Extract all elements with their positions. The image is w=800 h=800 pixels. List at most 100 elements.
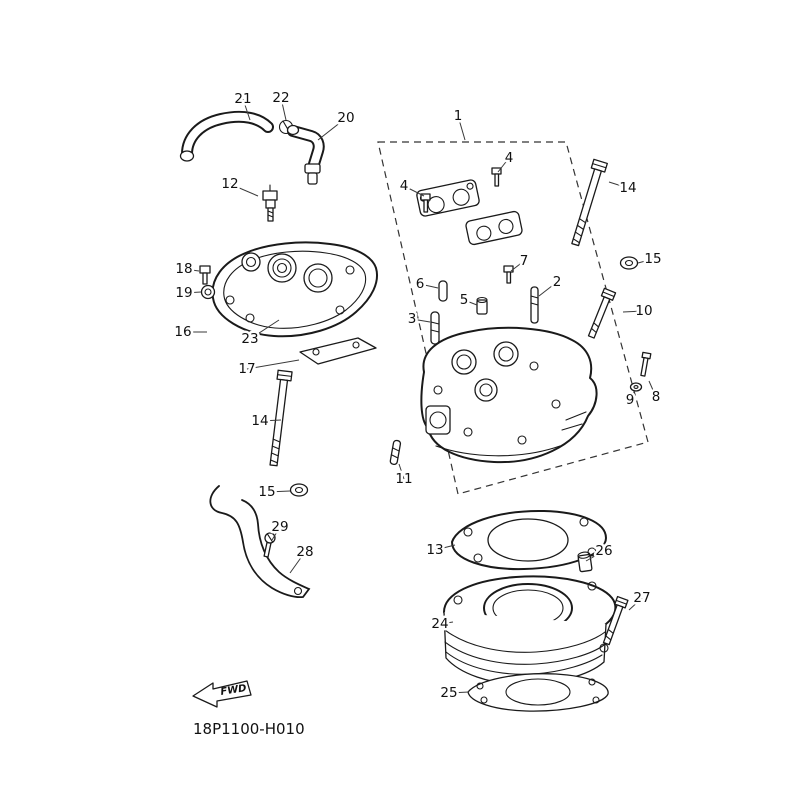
callout-label-15: 15 [258,484,275,500]
callout-leader-4 [497,157,510,173]
cylinder-head [420,326,598,464]
flange-bolt-27 [602,595,629,646]
fwd-arrow: FWD [192,680,252,708]
callout-leader-8 [648,380,657,398]
callout-leader-11 [398,463,405,480]
fwd-label: FWD [220,683,248,698]
stud-6 [438,280,448,302]
washer-right [619,256,639,270]
breather-elbow-joint [286,124,325,185]
wire-bracket [209,485,311,599]
washer-left [289,483,309,497]
callout-leader-23 [249,319,280,340]
head-bolt-right [571,158,608,247]
callout-label-23: 23 [241,331,258,347]
callout-leader-14 [259,419,282,422]
callout-label-24: 24 [431,616,448,632]
dowel-26 [577,551,593,573]
cover-bolt [199,265,211,285]
cap-bolt-center [503,265,514,284]
callout-label-4: 4 [505,150,514,166]
callout-label-28: 28 [296,544,313,560]
breather-hose [179,110,274,162]
callout-leader-7 [510,260,525,272]
callout-leader-4 [403,185,425,197]
callout-leader-17 [246,359,300,370]
callout-leader-9 [629,389,636,401]
stud-11 [389,439,402,466]
screw-29 [263,532,276,558]
callout-leader-1 [457,115,466,141]
callout-leader-6 [419,283,439,289]
callout-label-1: 1 [454,108,463,124]
callout-label-6: 6 [416,276,425,292]
callout-leader-2 [538,281,558,297]
callout-leader-24 [439,621,454,625]
callout-label-22: 22 [272,90,289,106]
callout-label-16: 16 [174,324,191,340]
camshaft-cap-rear [465,210,523,246]
callout-label-11: 11 [395,471,412,487]
callout-label-29: 29 [271,519,288,535]
callout-label-2: 2 [553,274,562,290]
callout-label-12: 12 [221,176,238,192]
callout-label-26: 26 [595,543,612,559]
screw-8 [640,351,652,377]
callout-label-18: 18 [175,261,192,277]
callout-leader-10 [622,310,645,313]
callout-leader-15 [266,490,291,493]
dowel-5 [476,296,488,315]
callout-label-15: 15 [644,251,661,267]
callout-label-4: 4 [400,178,409,194]
callout-label-5: 5 [460,292,469,308]
cover-gasket [299,337,377,365]
head-gasket [451,509,607,571]
callout-leader-25 [448,691,470,694]
callout-label-14: 14 [619,180,636,196]
callout-leader-18 [183,268,200,272]
callout-leader-14 [608,181,629,189]
washer-9 [629,382,643,392]
callout-label-9: 9 [626,392,635,408]
callout-leader-12 [229,183,259,197]
callout-leader-15 [637,258,654,264]
callout-leader-21 [242,98,251,121]
callout-label-17: 17 [238,361,255,377]
callout-leader-20 [317,117,347,141]
callout-leader-22 [280,97,287,121]
callout-leader-13 [434,544,456,551]
base-gasket [467,673,609,712]
head-bolt-left [269,369,293,467]
callout-label-10: 10 [635,303,652,319]
cap-bolt-left [420,193,431,213]
callout-label-8: 8 [652,389,661,405]
callout-leader-26 [585,550,605,562]
callout-label-27: 27 [633,590,650,606]
callout-label-25: 25 [440,685,457,701]
callout-label-21: 21 [234,91,251,107]
stud-3 [430,311,440,345]
callout-label-20: 20 [337,110,354,126]
spark-plug [262,184,278,222]
callout-label-3: 3 [408,311,417,327]
diagram-code: 18P1100-H010 [193,720,305,738]
cylinder [443,575,617,685]
callout-leader-28 [289,551,306,574]
callout-label-13: 13 [426,542,443,558]
cover-grommet [200,284,216,300]
callout-leader-27 [628,597,643,611]
cylinder-head-cover [211,241,378,338]
callout-leader-3 [411,318,431,323]
flange-bolt-10 [587,287,617,339]
callout-leader-29 [271,526,281,541]
camshaft-cap-front [416,179,480,217]
callout-leader-19 [183,291,202,294]
callout-label-14: 14 [251,413,268,429]
stud-2 [530,286,539,324]
cap-bolt-right [491,167,502,187]
callout-label-7: 7 [520,253,529,269]
callout-label-19: 19 [175,285,192,301]
